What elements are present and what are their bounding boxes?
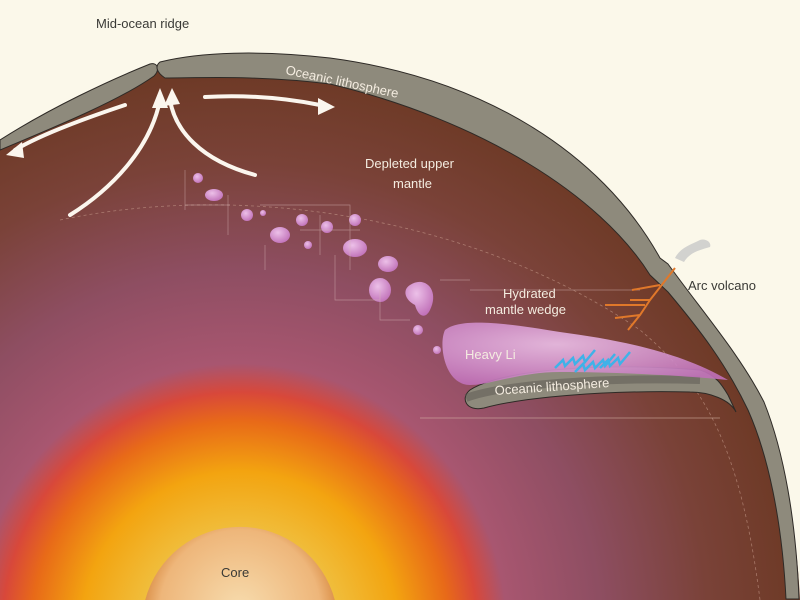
core bbox=[145, 526, 335, 600]
mantle bbox=[0, 66, 800, 600]
convection-arrows bbox=[13, 94, 322, 217]
label-mid-ocean-ridge: Mid-ocean ridge bbox=[96, 16, 189, 31]
label-arc-volcano: Arc volcano bbox=[688, 278, 756, 293]
arrowheads bbox=[6, 88, 335, 158]
oceanic-lithosphere-right bbox=[156, 52, 800, 600]
fluid-arrows bbox=[554, 349, 631, 373]
label-hydrated-wedge-2: mantle wedge bbox=[485, 302, 566, 317]
volcano-plume bbox=[675, 239, 711, 262]
magma-conduits bbox=[605, 267, 676, 331]
label-core: Core bbox=[221, 565, 249, 580]
mantle-blobs bbox=[193, 173, 441, 354]
label-depleted-upper-mantle-2: mantle bbox=[393, 176, 432, 191]
label-heavy-li: Heavy Li bbox=[465, 347, 516, 362]
label-hydrated-wedge-1: Hydrated bbox=[503, 286, 556, 301]
grid-lines bbox=[184, 170, 640, 321]
slab-shadow bbox=[464, 375, 701, 402]
heavy-li-region bbox=[442, 322, 728, 385]
label-depleted-upper-mantle-1: Depleted upper bbox=[365, 156, 455, 171]
